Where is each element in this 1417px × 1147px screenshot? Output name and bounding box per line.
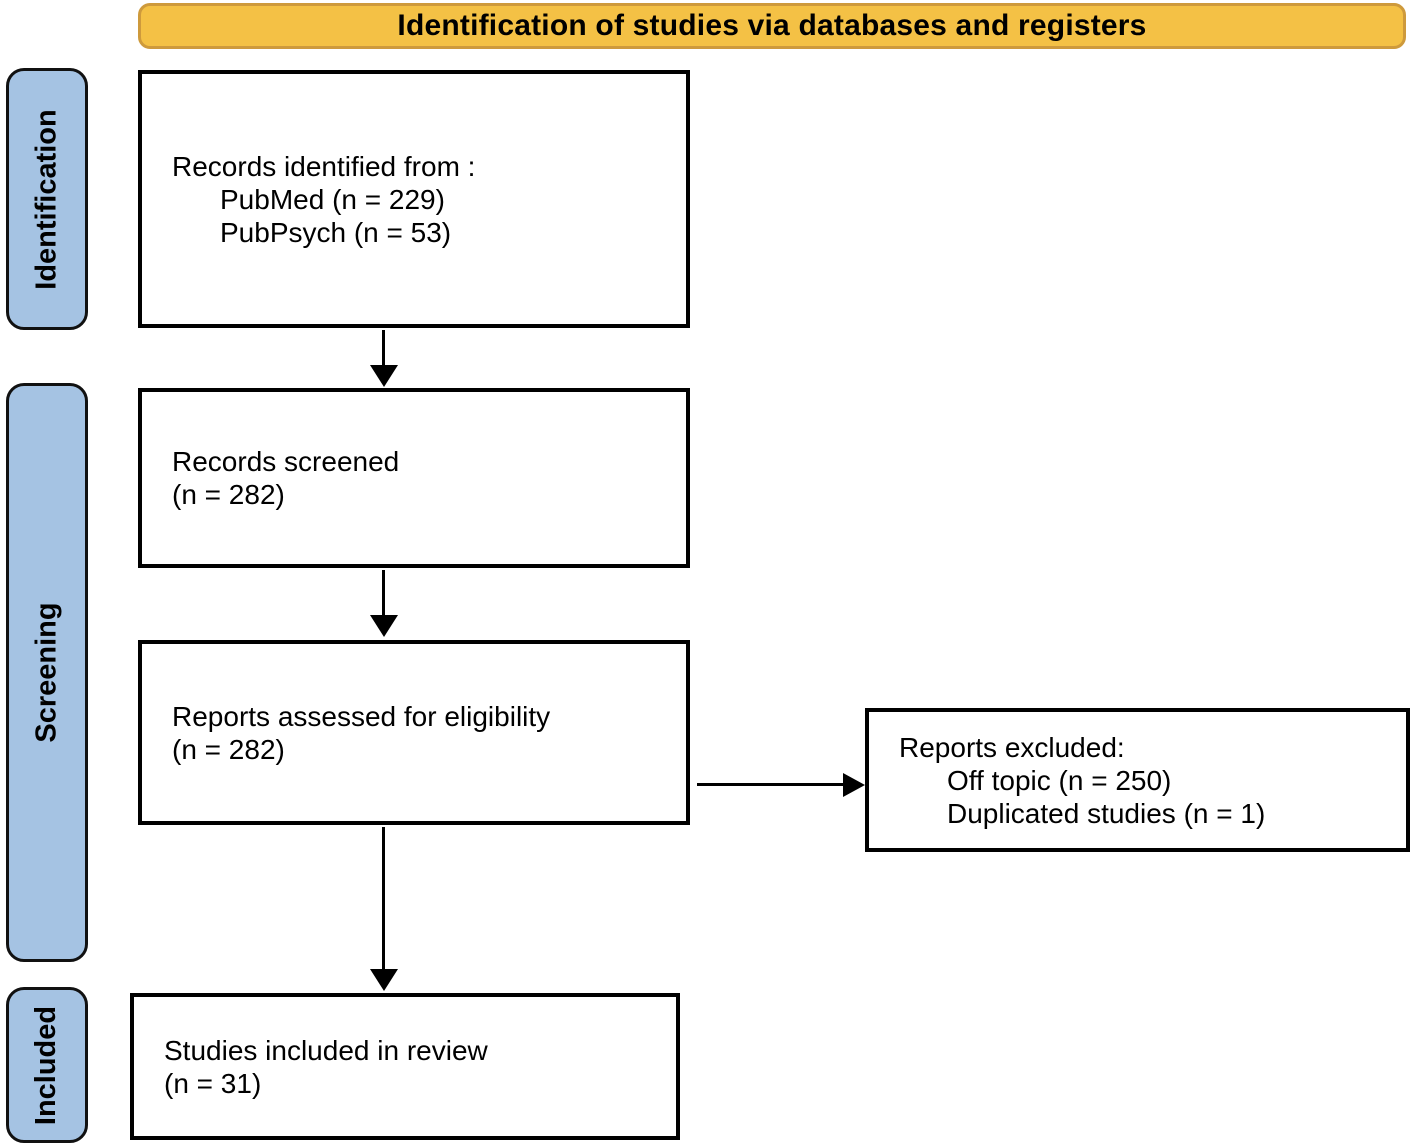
arrow-identified-to-screened xyxy=(369,330,398,387)
stage-label-identification: Identification xyxy=(6,68,88,330)
stage-label-included-text: Included xyxy=(30,1005,63,1125)
box-records-identified: Records identified from : PubMed (n = 22… xyxy=(138,70,690,328)
box-reports-excluded-text: Reports excluded: Off topic (n = 250) Du… xyxy=(869,731,1406,830)
arrow-assessed-to-included xyxy=(369,827,398,991)
reports-excluded-line-3: Duplicated studies (n = 1) xyxy=(947,797,1266,829)
header-title: Identification of studies via databases … xyxy=(397,9,1147,42)
stage-label-identification-text: Identification xyxy=(30,108,63,290)
reports-assessed-line-2: (n = 282) xyxy=(172,733,285,765)
reports-excluded-line-2: Off topic (n = 250) xyxy=(947,764,1172,796)
reports-assessed-line-1: Reports assessed for eligibility xyxy=(172,700,551,732)
box-records-screened: Records screened (n = 282) xyxy=(138,388,690,568)
records-identified-line-2: PubMed (n = 229) xyxy=(220,183,445,215)
header-banner: Identification of studies via databases … xyxy=(138,3,1406,49)
box-studies-included-text: Studies included in review (n = 31) xyxy=(134,1034,676,1100)
box-records-identified-text: Records identified from : PubMed (n = 22… xyxy=(142,150,686,249)
stage-label-screening-text: Screening xyxy=(30,602,63,743)
box-reports-assessed: Reports assessed for eligibility (n = 28… xyxy=(138,640,690,825)
box-reports-excluded: Reports excluded: Off topic (n = 250) Du… xyxy=(865,708,1410,852)
records-screened-line-2: (n = 282) xyxy=(172,479,285,510)
box-studies-included: Studies included in review (n = 31) xyxy=(130,993,680,1140)
reports-excluded-line-1: Reports excluded: xyxy=(899,731,1125,763)
stage-label-included: Included xyxy=(6,987,88,1143)
stage-label-screening: Screening xyxy=(6,383,88,962)
records-screened-line-1: Records screened xyxy=(172,446,400,477)
box-reports-assessed-text: Reports assessed for eligibility (n = 28… xyxy=(142,700,686,766)
arrow-screened-to-assessed xyxy=(369,570,398,637)
records-identified-line-1: Records identified from : xyxy=(172,150,476,182)
records-identified-line-3: PubPsych (n = 53) xyxy=(220,216,452,248)
box-records-screened-text: Records screened (n = 282) xyxy=(142,445,686,511)
studies-included-line-1: Studies included in review xyxy=(164,1034,488,1066)
studies-included-line-2: (n = 31) xyxy=(164,1067,262,1099)
arrow-assessed-to-excluded xyxy=(697,772,865,797)
